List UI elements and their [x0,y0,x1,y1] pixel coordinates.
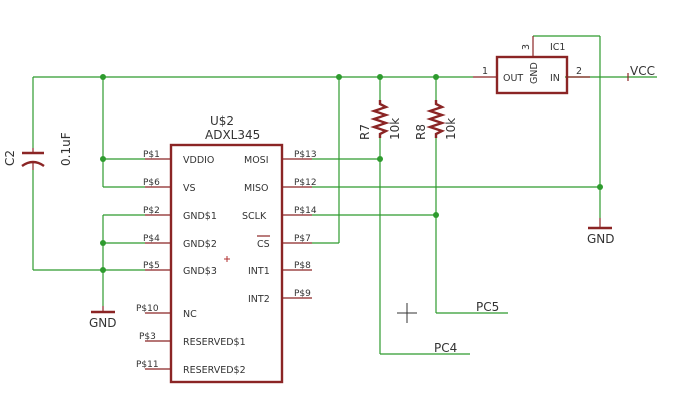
pad-label: P$6 [143,178,160,188]
r7-value-label: 10k [388,118,402,140]
pc4-net-label: PC4 [434,341,457,355]
junction-dot [377,74,383,80]
u2-value-label: ADXL345 [205,128,260,142]
u2-left-pins: P$1 P$6 P$2 P$4 P$5 P$10 P$3 P$11 VDDIO … [136,150,246,376]
pin-name: VDDIO [183,155,214,166]
ic1-out-label: OUT [503,73,523,84]
ic1-pin-gnd-number: 3 [521,44,532,50]
ic1-ref-label: IC1 [550,42,565,53]
pad-label: P$4 [143,234,160,244]
gnd-right-label: GND [587,232,615,246]
junction-dot [336,74,342,80]
crosshair-cursor-icon [397,303,417,323]
pin-name: NC [183,309,197,320]
pad-label: P$9 [294,289,311,299]
gnd-symbol-right: GND [587,218,615,246]
pad-label: P$5 [143,261,160,271]
pad-label: P$12 [294,178,317,188]
ic1-pin-in-number: 2 [576,66,582,77]
junction-dot [100,240,106,246]
pin-name: RESERVED$1 [183,337,246,348]
pad-label: P$1 [143,150,160,160]
pc5-net-label: PC5 [476,300,499,314]
pin-name: GND$3 [183,266,217,277]
r7-ref-label: R7 [358,124,372,140]
accelerometer-u2[interactable]: U$2 ADXL345 P$1 P$6 P$2 P$4 P$5 P$10 P$3… [136,114,317,384]
junction-dot [100,156,106,162]
pin-name: CS [257,239,270,250]
pin-name: MISO [244,183,269,194]
pad-label: P$8 [294,261,311,271]
vcc-net-label: VCC [630,64,655,78]
gnd-symbol-left: GND [89,306,117,330]
r8-ref-label: R8 [414,124,428,140]
c2-value-label: 0.1uF [59,132,73,166]
pin-name: INT1 [248,266,270,277]
junction-dot [377,156,383,162]
junction-dot [433,212,439,218]
pad-label: P$3 [139,332,156,342]
pin-name: INT2 [248,294,270,305]
pin-name: MOSI [244,155,269,166]
pin-name: VS [183,183,196,194]
capacitor-c2[interactable]: C2 0.1uF [3,132,73,170]
r8-value-label: 10k [444,118,458,140]
pad-label: P$13 [294,150,317,160]
pad-label: P$10 [136,304,159,314]
ic1-in-label: IN [550,73,560,84]
pin-name: GND$1 [183,211,217,222]
junction-dot [597,184,603,190]
resistor-r8[interactable]: R8 10k [414,100,458,140]
junction-dot [100,74,106,80]
pad-label: P$7 [294,234,311,244]
pad-label: P$2 [143,206,160,216]
pin-name: RESERVED$2 [183,365,246,376]
pin-name: SCLK [242,211,267,222]
pad-label: P$11 [136,360,159,370]
gnd-left-label: GND [89,316,117,330]
ic1-gnd-label: GND [529,62,540,84]
u2-right-pins: P$13 P$12 P$14 P$7 P$8 P$9 MOSI MISO SCL… [242,150,317,305]
pin-name: GND$2 [183,239,217,250]
junction-dot [100,267,106,273]
c2-ref-label: C2 [3,150,17,166]
ic1-pin-out-number: 1 [482,66,488,77]
wires [32,35,657,355]
regulator-ic1[interactable]: OUT IN GND 1 2 3 IC1 [473,36,590,95]
junction-dot [433,74,439,80]
net-labels: VCC PC5 PC4 [434,64,655,355]
resistor-r7[interactable]: R7 10k [358,100,402,140]
junctions [100,74,603,273]
u2-ref-label: U$2 [210,114,234,128]
pad-label: P$14 [294,206,317,216]
